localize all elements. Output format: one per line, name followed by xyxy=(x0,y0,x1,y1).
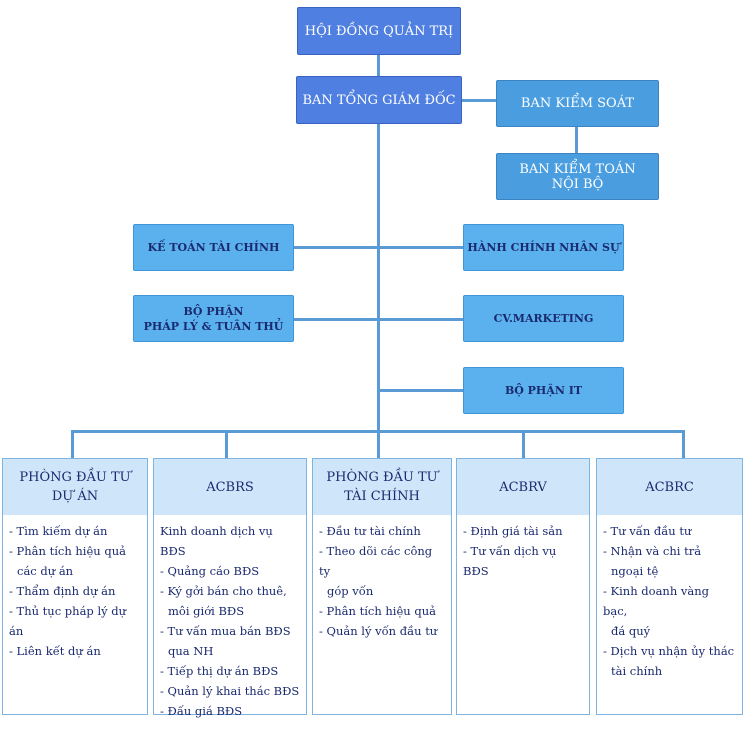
dept-task-item: góp vốn xyxy=(327,584,374,598)
dept-task-item: - Kinh doanh vàng bạc, xyxy=(603,584,710,618)
dept-task-item: - Tư vấn đầu tư xyxy=(603,524,692,538)
connector-exec-supervisory xyxy=(461,99,496,102)
dept-task-item: - Thủ tục pháp lý dự án xyxy=(9,604,127,638)
connector-dept-2 xyxy=(225,430,228,459)
connector-dept-3 xyxy=(377,430,380,459)
internal-audit-line1: BAN KIỂM TOÁN xyxy=(519,161,636,177)
dept-title: ACBRC xyxy=(597,459,742,515)
dept-task-item: - Đấu giá BĐS xyxy=(160,704,243,718)
dept-task-item: - Đầu tư tài chính xyxy=(319,524,421,538)
dept-title: PHÒNG ĐẦU TƯ DỰ ÁN xyxy=(3,459,147,515)
executive-board-label: BAN TỔNG GIÁM ĐỐC xyxy=(302,92,456,108)
connector-marketing xyxy=(379,318,463,321)
dept-task-item: môi giới BĐS xyxy=(168,604,245,618)
legal-compliance-line2: PHÁP LÝ & TUÂN THỦ xyxy=(143,319,284,333)
dept-task-item: đá quý xyxy=(611,624,651,638)
connector-finance xyxy=(294,246,378,249)
dept-acbrs: ACBRS Kinh doanh dịch vụ BĐS - Quảng cáo… xyxy=(153,458,307,718)
connector-it xyxy=(379,389,463,392)
dept-title-line2: TÀI CHÍNH xyxy=(344,489,420,504)
dept-title-line1: PHÒNG ĐẦU TƯ xyxy=(326,470,438,485)
dept-task-item: - Theo dõi các công ty xyxy=(319,544,433,578)
dept-task-list: - Đầu tư tài chính - Theo dõi các công t… xyxy=(313,515,451,641)
dept-task-item: - Nhận và chi trả xyxy=(603,544,702,558)
dept-title: PHÒNG ĐẦU TƯ TÀI CHÍNH xyxy=(313,459,451,515)
dept-task-item: - Ký gởi bán cho thuê, xyxy=(160,584,287,598)
dept-task-item: ngoại tệ xyxy=(611,564,659,578)
board-of-directors-label: HỘI ĐỒNG QUẢN TRỊ xyxy=(304,23,454,39)
internal-audit-line2: NỘI BỘ xyxy=(551,176,604,192)
dept-task-item: - Quản lý khai thác BĐS xyxy=(160,684,300,698)
connector-dept-1 xyxy=(71,430,74,459)
dept-title-line1: ACBRS xyxy=(206,479,254,495)
it-department-label: BỘ PHẬN IT xyxy=(504,384,583,397)
dept-task-item: qua NH xyxy=(168,644,214,658)
dept-task-item: - Định giá tài sản xyxy=(463,524,563,538)
marketing-box: CV.MARKETING xyxy=(463,295,624,342)
dept-title-line2: DỰ ÁN xyxy=(51,489,99,504)
dept-task-item: Kinh doanh dịch vụ BĐS xyxy=(160,524,273,558)
dept-project-investment: PHÒNG ĐẦU TƯ DỰ ÁN - Tìm kiếm dự án - Ph… xyxy=(2,458,148,715)
marketing-label: CV.MARKETING xyxy=(493,312,594,325)
legal-compliance-label: BỘ PHẬN PHÁP LÝ & TUÂN THỦ xyxy=(144,304,284,334)
executive-board-box: BAN TỔNG GIÁM ĐỐC xyxy=(296,76,462,124)
board-of-directors-box: HỘI ĐỒNG QUẢN TRỊ xyxy=(297,7,461,55)
dept-task-item: tài chính xyxy=(611,664,663,678)
hr-admin-box: HÀNH CHÍNH NHÂN SỰ xyxy=(463,224,624,271)
dept-title-line1: ACBRV xyxy=(499,479,547,495)
connector-dept-4 xyxy=(522,430,525,459)
dept-task-list: Kinh doanh dịch vụ BĐS - Quảng cáo BĐS -… xyxy=(154,515,306,721)
dept-task-item: - Quảng cáo BĐS xyxy=(160,564,260,578)
supervisory-board-box: BAN KIỂM SOÁT xyxy=(496,80,659,127)
dept-title-line1: ACBRC xyxy=(645,479,694,495)
dept-title: ACBRV xyxy=(457,459,589,515)
dept-task-item: - Dịch vụ nhận ủy thác xyxy=(603,644,735,658)
hr-admin-label: HÀNH CHÍNH NHÂN SỰ xyxy=(467,241,620,254)
connector-legal xyxy=(294,318,378,321)
internal-audit-box: BAN KIỂM TOÁN NỘI BỘ xyxy=(496,153,659,200)
internal-audit-label: BAN KIỂM TOÁN NỘI BỘ xyxy=(519,162,635,192)
dept-task-item: - Phân tích hiệu quả xyxy=(319,604,436,618)
dept-title: ACBRS xyxy=(154,459,306,515)
dept-task-item: - Tìm kiếm dự án xyxy=(9,524,108,538)
dept-acbrv: ACBRV - Định giá tài sản - Tư vấn dịch v… xyxy=(456,458,590,715)
connector-dept-5 xyxy=(682,430,685,459)
dept-title-line1: PHÒNG ĐẦU TƯ xyxy=(19,470,131,485)
dept-financial-investment: PHÒNG ĐẦU TƯ TÀI CHÍNH - Đầu tư tài chín… xyxy=(312,458,452,715)
legal-compliance-box: BỘ PHẬN PHÁP LÝ & TUÂN THỦ xyxy=(133,295,294,342)
dept-acbrc: ACBRC - Tư vấn đầu tư - Nhận và chi trả … xyxy=(596,458,743,715)
finance-accounting-box: KẾ TOÁN TÀI CHÍNH xyxy=(133,224,294,271)
dept-task-item: các dự án xyxy=(17,564,74,578)
connector-supervisory-audit xyxy=(575,127,578,153)
connector-board-exec xyxy=(377,54,380,76)
it-department-box: BỘ PHẬN IT xyxy=(463,367,624,414)
dept-task-item: - Quản lý vốn đầu tư xyxy=(319,624,438,638)
connector-main-trunk xyxy=(377,124,380,432)
supervisory-board-label: BAN KIỂM SOÁT xyxy=(520,96,635,111)
connector-hr xyxy=(379,246,463,249)
dept-task-list: - Tìm kiếm dự án - Phân tích hiệu quả cá… xyxy=(3,515,147,661)
legal-compliance-line1: BỘ PHẬN xyxy=(183,304,244,318)
dept-task-list: - Định giá tài sản - Tư vấn dịch vụ BĐS xyxy=(457,515,589,581)
dept-task-item: - Liên kết dự án xyxy=(9,644,101,658)
dept-task-item: - Tiếp thị dự án BĐS xyxy=(160,664,279,678)
dept-task-list: - Tư vấn đầu tư - Nhận và chi trả ngoại … xyxy=(597,515,742,681)
dept-task-item: - Phân tích hiệu quả xyxy=(9,544,126,558)
dept-task-item: - Tư vấn dịch vụ BĐS xyxy=(463,544,557,578)
dept-task-item: - Thẩm định dự án xyxy=(9,584,116,598)
dept-task-item: - Tư vấn mua bán BĐS xyxy=(160,624,291,638)
finance-accounting-label: KẾ TOÁN TÀI CHÍNH xyxy=(147,241,280,254)
